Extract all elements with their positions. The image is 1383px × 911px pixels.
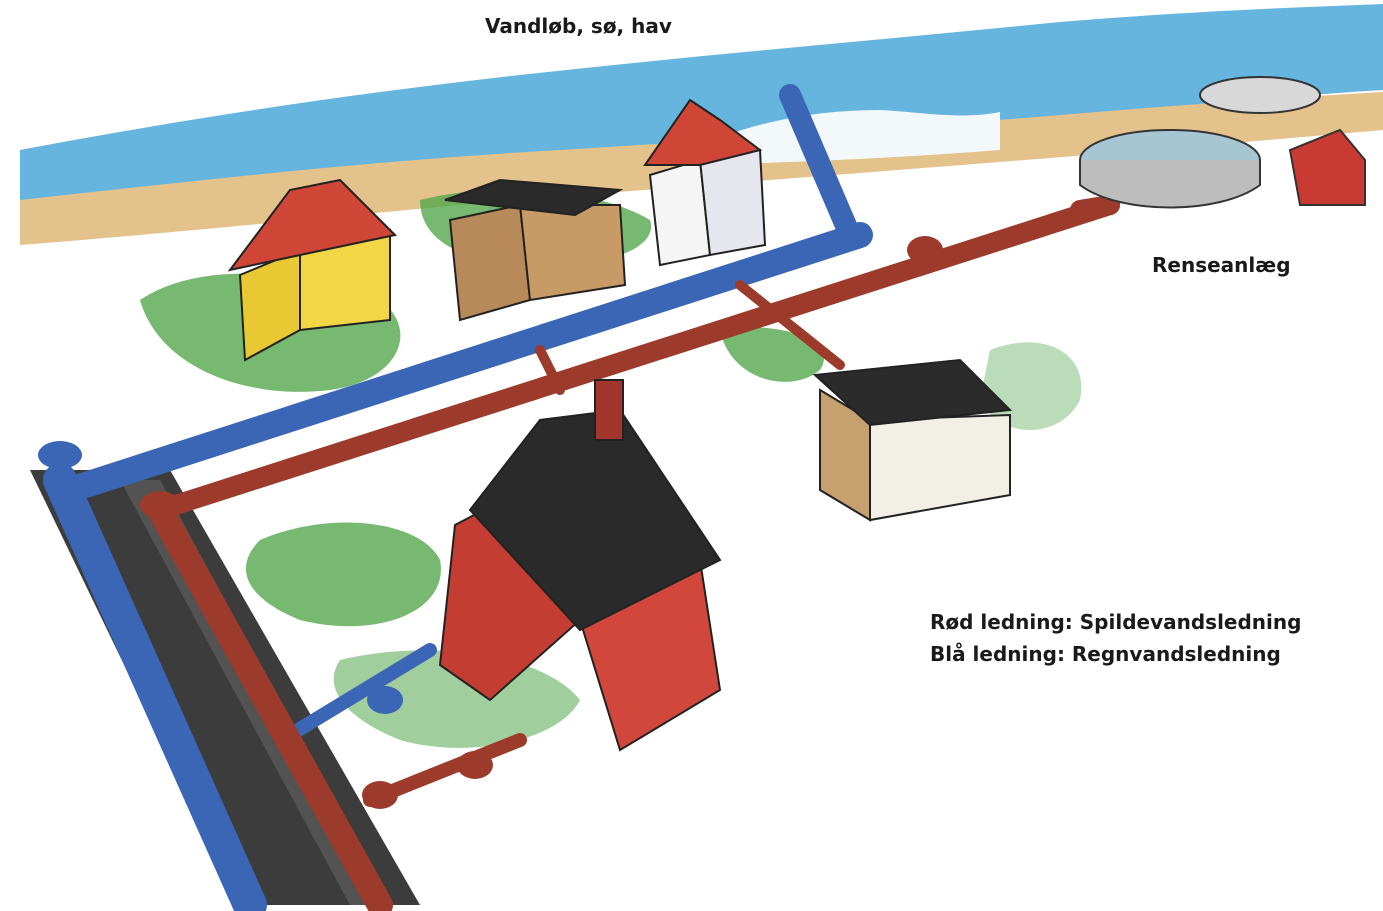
legend: Rød ledning: Spildevandsledning Blå ledn… <box>930 606 1301 670</box>
treatment-plant-label: Renseanlæg <box>1152 253 1291 277</box>
legend-blue-line: Blå ledning: Regnvandsledning <box>930 638 1301 670</box>
brown-house <box>445 180 625 320</box>
legend-red-line: Rød ledning: Spildevandsledning <box>930 606 1301 638</box>
red-house <box>440 380 720 750</box>
flat-roof-house <box>815 360 1010 520</box>
water-label: Vandløb, sø, hav <box>485 14 672 38</box>
